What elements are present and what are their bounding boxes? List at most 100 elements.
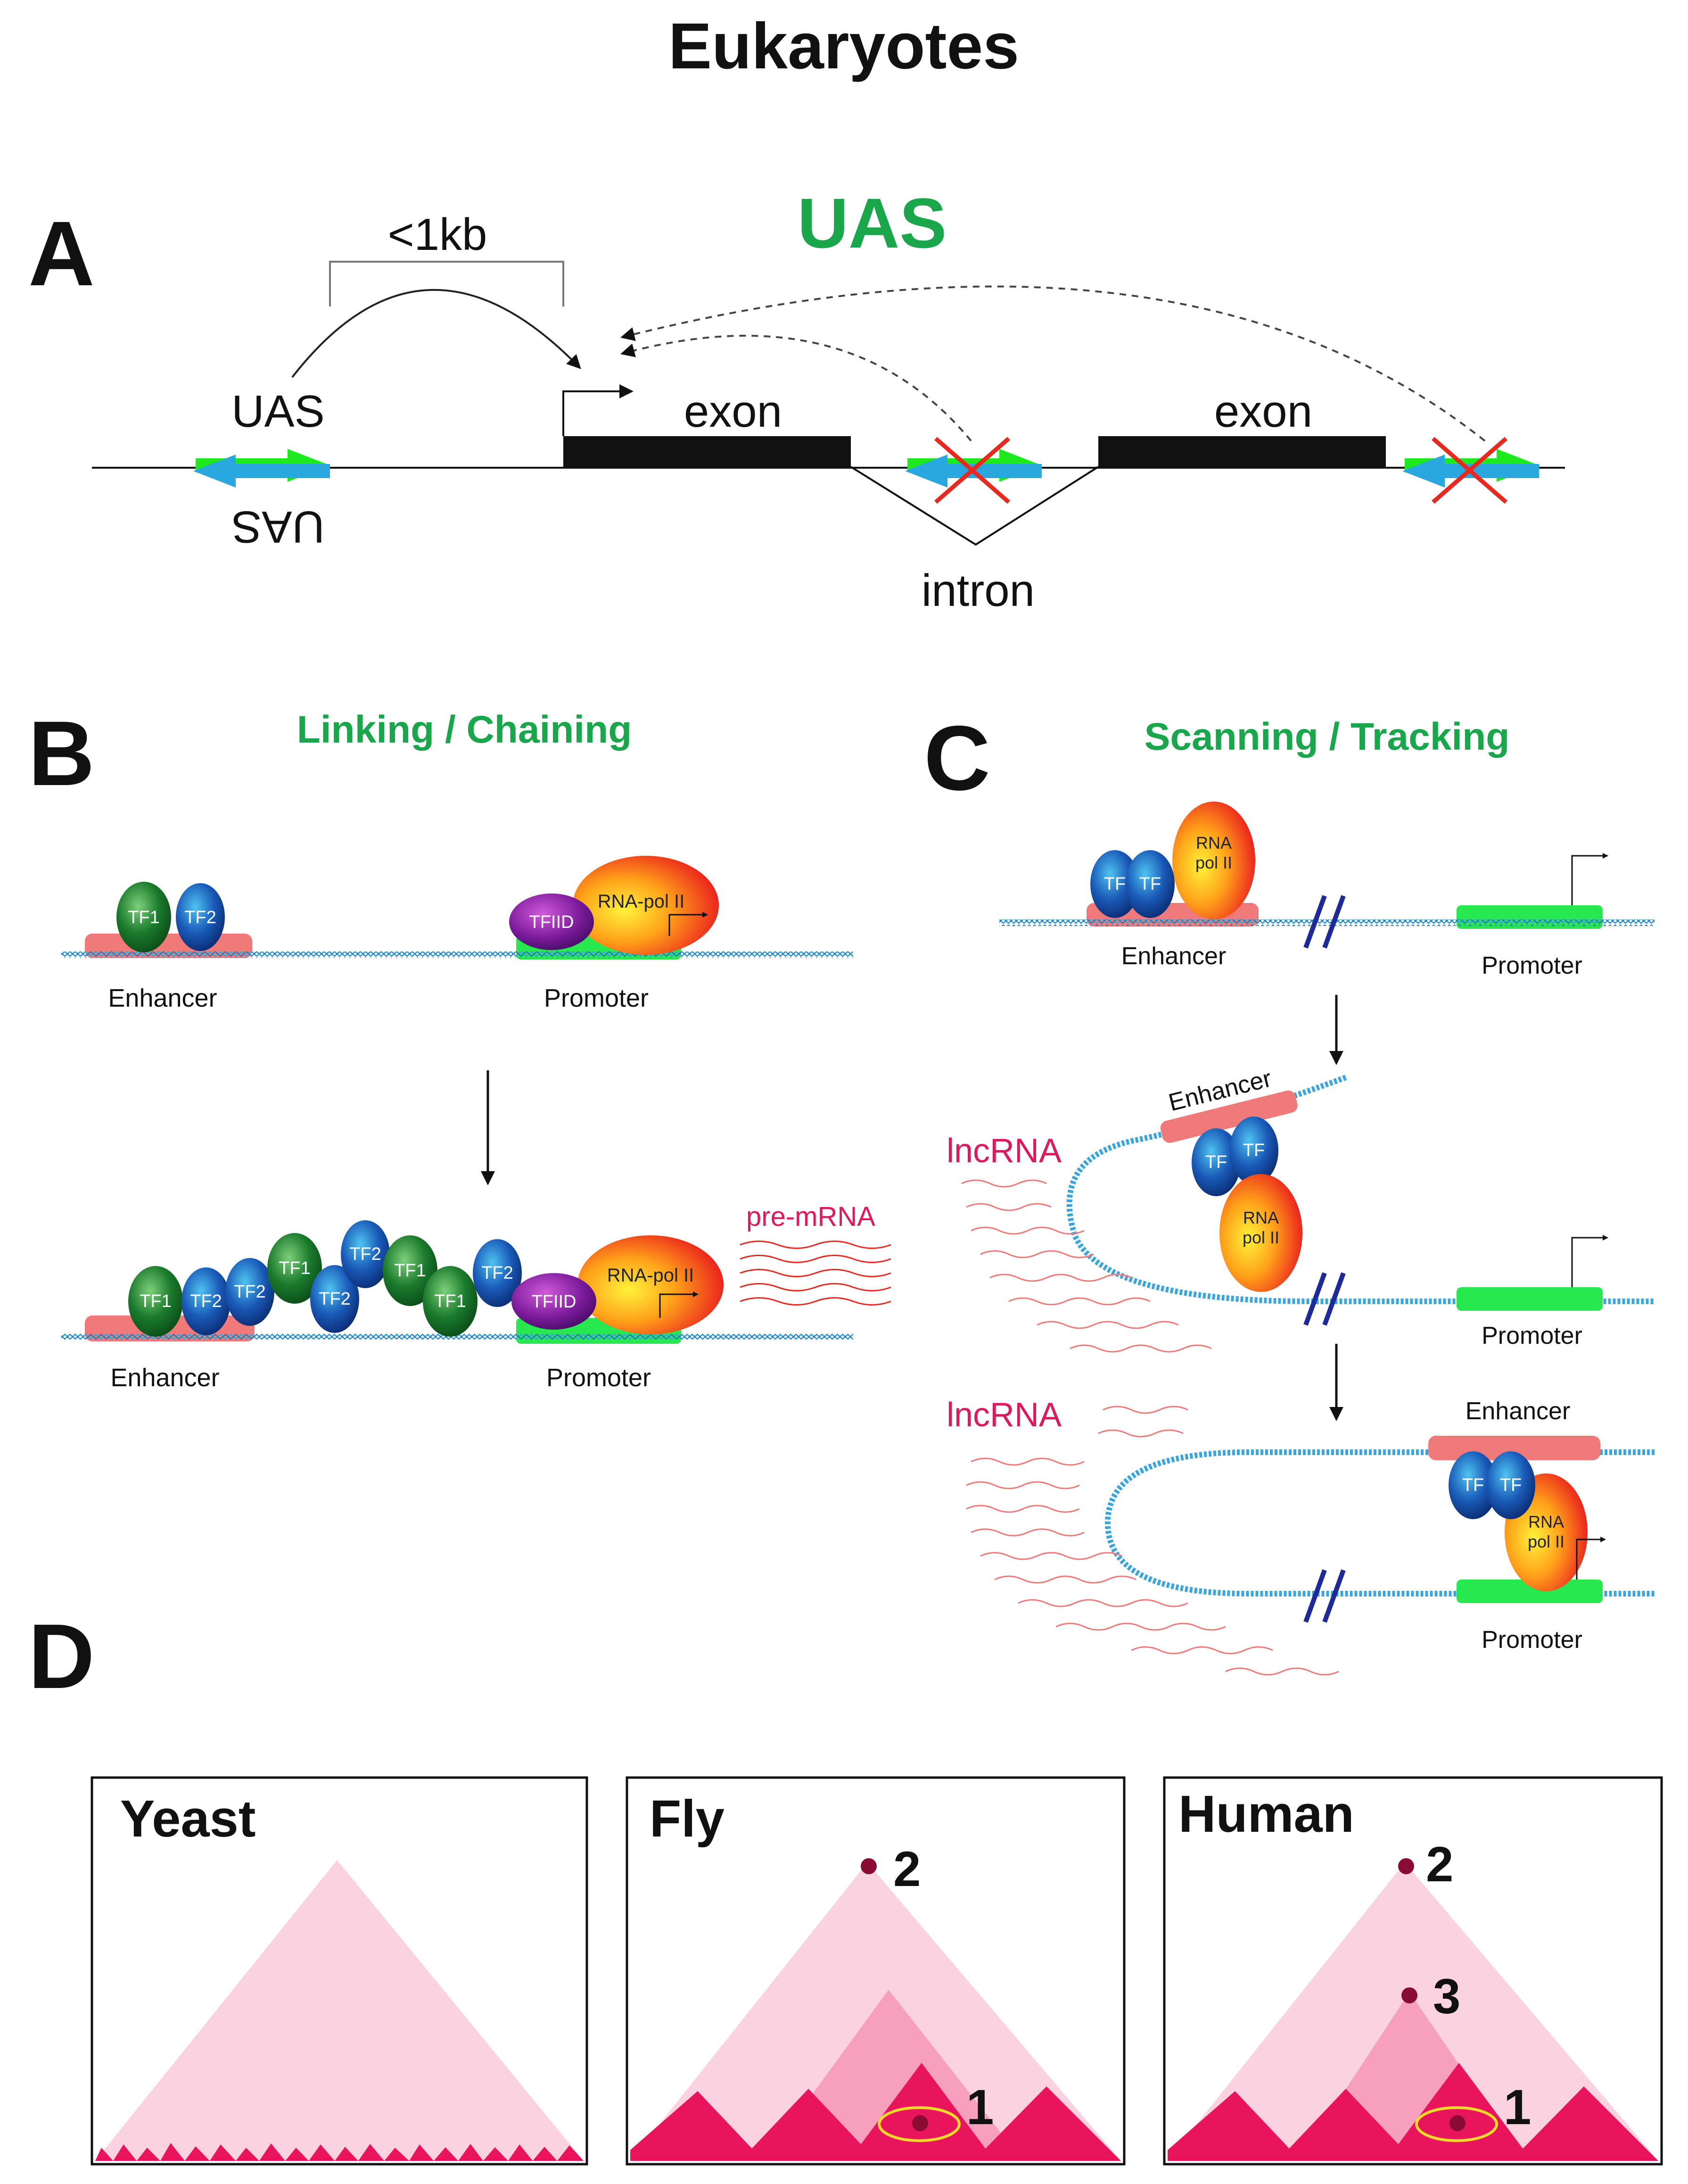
human-marker-2-label: 2 bbox=[1426, 1837, 1453, 1892]
tss-arrow-c1 bbox=[1571, 853, 1608, 905]
tss-arrow-c3 bbox=[1576, 1537, 1606, 1580]
uas-label: UAS bbox=[231, 386, 324, 437]
rna-pol-ii-protein bbox=[573, 856, 719, 955]
tf-c1-a bbox=[1090, 850, 1139, 918]
rnapol-c1-line2: pol II bbox=[1195, 853, 1232, 872]
tf-c2-b bbox=[1229, 1117, 1278, 1184]
tf2-label: TF2 bbox=[184, 908, 216, 927]
tf2-protein bbox=[176, 883, 225, 951]
human-small-domain-2 bbox=[1277, 2089, 1414, 2161]
exon-2-label: exon bbox=[1214, 386, 1312, 437]
tfiid-label: TFIID bbox=[529, 912, 574, 932]
human-small-domain-3 bbox=[1386, 2063, 1532, 2161]
rnapol-c2 bbox=[1219, 1174, 1302, 1292]
enhancer-label-c3: Enhancer bbox=[1466, 1398, 1571, 1425]
tf1-chain-1 bbox=[128, 1266, 183, 1337]
fly-small-domain-1 bbox=[630, 2091, 764, 2161]
tf-c2-b-label: TF bbox=[1243, 1141, 1265, 1160]
rnapol-c2-line2: pol II bbox=[1243, 1228, 1279, 1247]
fly-yellow-ring bbox=[878, 2106, 961, 2142]
downstream-uas-crossed bbox=[1402, 437, 1539, 504]
tf2-chain-3 bbox=[310, 1265, 359, 1333]
fly-title: Fly bbox=[650, 1790, 725, 1848]
tf2-chain-2 bbox=[225, 1258, 274, 1326]
enhancer-label-b-bottom: Enhancer bbox=[110, 1364, 219, 1392]
rna-pol-ii-bottom bbox=[577, 1235, 724, 1334]
fly-marker-1-label: 1 bbox=[966, 2080, 994, 2135]
promoter-label-b-top: Promoter bbox=[544, 984, 649, 1012]
panel-c-letter: C bbox=[924, 707, 990, 810]
tf1-protein bbox=[116, 882, 171, 952]
exon-2 bbox=[1098, 436, 1386, 467]
fly-marker-1-dot bbox=[912, 2115, 928, 2131]
intron-uas-crossed bbox=[905, 437, 1042, 504]
yeast-tad-triangle bbox=[95, 1860, 584, 2161]
tf-chain: TF1 TF2 TF2 TF1 TF2 TF2 TF1 TF1 TF2 bbox=[128, 1220, 522, 1337]
rnapol-c3-line1: RNA bbox=[1528, 1512, 1564, 1531]
tfiid-protein bbox=[509, 893, 594, 950]
panel-b-letter: B bbox=[28, 702, 95, 805]
pre-mrna-waves bbox=[740, 1241, 891, 1306]
tf1-chain-4 bbox=[423, 1266, 478, 1337]
promoter-box-c2 bbox=[1457, 1287, 1603, 1311]
tss-arrow-c2 bbox=[1571, 1235, 1608, 1287]
tss-arrow bbox=[562, 384, 634, 436]
tf1-chain-3-label: TF1 bbox=[394, 1261, 426, 1281]
yeast-box: Yeast bbox=[91, 1776, 588, 2166]
tf2-chain-3-label: TF2 bbox=[319, 1289, 351, 1309]
enhancer-label-c1: Enhancer bbox=[1121, 943, 1227, 970]
rna-pol-ii-label: RNA-pol II bbox=[598, 891, 685, 912]
promoter-label-b-bottom: Promoter bbox=[546, 1364, 651, 1392]
dna-break-c3 bbox=[1303, 1569, 1346, 1623]
promoter-label-c2: Promoter bbox=[1482, 1322, 1582, 1349]
panel-d: D Yeast 2 1 Fly bbox=[28, 1605, 1663, 2166]
panel-c: C Scanning / Tracking RNA pol II TF TF E… bbox=[924, 707, 1655, 1676]
tf1-chain-3 bbox=[383, 1235, 437, 1306]
rnapol-c3-line2: pol II bbox=[1528, 1532, 1564, 1551]
tss-arrow-b-bottom bbox=[659, 1291, 699, 1318]
tf2-chain-1-label: TF2 bbox=[190, 1291, 222, 1311]
dna-loop-c3 bbox=[1104, 1449, 1655, 1597]
tf-c2-a-label: TF bbox=[1205, 1152, 1227, 1172]
panel-a-heading: UAS bbox=[798, 183, 947, 263]
tf-c3-a-label: TF bbox=[1462, 1475, 1484, 1495]
rnapol-c1 bbox=[1172, 802, 1255, 919]
panel-a-letter: A bbox=[28, 202, 95, 305]
promoter-box-c3 bbox=[1457, 1580, 1603, 1603]
dna-c1 bbox=[999, 919, 1655, 926]
pre-mrna-label: pre-mRNA bbox=[746, 1201, 875, 1232]
human-small-domain-1 bbox=[1168, 2091, 1301, 2161]
tf2-chain-2-label: TF2 bbox=[234, 1282, 266, 1302]
distance-bracket bbox=[329, 261, 564, 306]
figure-title: Eukaryotes bbox=[668, 10, 1019, 83]
human-marker-1-label: 1 bbox=[1504, 2080, 1531, 2135]
dna-b-bottom bbox=[61, 1333, 853, 1340]
panel-b-heading: Linking / Chaining bbox=[297, 708, 632, 751]
human-marker-2-dot bbox=[1398, 1858, 1414, 1874]
promoter-label-c3: Promoter bbox=[1482, 1626, 1582, 1654]
intron-v bbox=[850, 466, 1099, 546]
fly-box: 2 1 Fly bbox=[626, 1776, 1126, 2166]
tf1-chain-2 bbox=[267, 1233, 322, 1304]
distance-label: <1kb bbox=[388, 209, 487, 260]
human-yellow-ring bbox=[1415, 2106, 1498, 2142]
human-marker-3-dot bbox=[1401, 1987, 1417, 2003]
fly-small-domain-2 bbox=[740, 2089, 877, 2161]
human-box: 2 3 1 Human bbox=[1163, 1776, 1663, 2166]
human-marker-3-label: 3 bbox=[1433, 1969, 1460, 2024]
lncrna-label-c3: lncRNA bbox=[947, 1396, 1062, 1434]
panel-a: A UAS <1kb UAS UAS exon exon intron bbox=[28, 183, 1565, 616]
tf-c3-a bbox=[1449, 1451, 1498, 1519]
dashed-arrow-intron bbox=[620, 335, 972, 442]
promoter-label-c1: Promoter bbox=[1482, 952, 1582, 979]
fly-small-domain-3 bbox=[848, 2063, 995, 2161]
dna-break-c1 bbox=[1303, 895, 1346, 949]
uas-bidirectional-arrow bbox=[193, 449, 330, 488]
intron-label: intron bbox=[922, 565, 1035, 616]
tf2-chain-1 bbox=[181, 1267, 231, 1335]
rna-pol-ii-bottom-label: RNA-pol II bbox=[607, 1265, 694, 1286]
tf1-chain-1-label: TF1 bbox=[140, 1291, 172, 1311]
tf2-chain-4 bbox=[341, 1220, 390, 1288]
enhancer-box-c2 bbox=[1160, 1090, 1298, 1143]
